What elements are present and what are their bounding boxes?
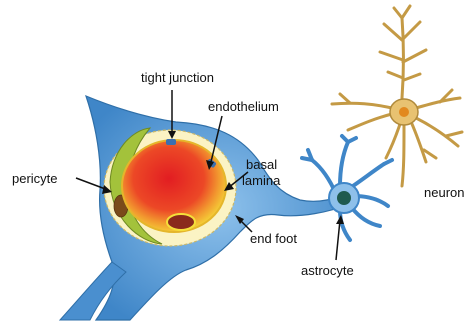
neuron-cell (332, 6, 462, 186)
label-astrocyte: astrocyte (301, 263, 354, 278)
label-neuron: neuron (424, 185, 464, 200)
endothelial-nucleus (167, 214, 195, 230)
leader-astrocyte (336, 220, 340, 260)
label-basal: basal (246, 157, 277, 172)
label-pericyte: pericyte (12, 171, 58, 186)
tight-junction-marker (166, 139, 176, 145)
label-end-foot: end foot (250, 231, 297, 246)
label-tight-junction: tight junction (141, 70, 214, 85)
neuron-nucleus (399, 107, 409, 117)
label-endothelium: endothelium (208, 99, 279, 114)
astrocyte-nucleus (337, 191, 351, 205)
label-lamina: lamina (242, 173, 280, 188)
